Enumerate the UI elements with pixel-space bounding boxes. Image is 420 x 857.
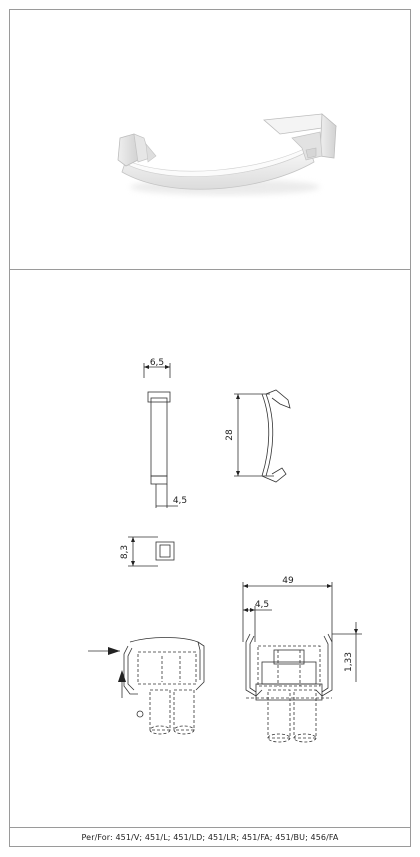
assembly-front-view <box>242 582 362 701</box>
dim-assembly-depth: 1,33 <box>344 652 354 672</box>
mounting-arrows <box>108 365 358 682</box>
technical-drawing-panel: 6,5 4,5 28 8,3 49 4,5 1,33 <box>10 270 410 826</box>
product-photo <box>10 10 410 268</box>
assembly-side-dashed <box>137 651 197 735</box>
sheet-frame <box>9 9 411 847</box>
assembly-dashed-body <box>246 645 332 743</box>
section-divider-bottom <box>9 827 411 828</box>
section-divider-top <box>9 269 411 270</box>
dim-top-height: 8,3 <box>120 545 130 559</box>
dim-height: 28 <box>225 429 235 441</box>
dim-side-base: 4,5 <box>173 496 187 506</box>
dim-side-width: 6,5 <box>150 358 164 368</box>
compatibility-list: Per/For: 451/V; 451/L; 451/LD; 451/LR; 4… <box>81 832 339 842</box>
dimension-drawings: 6,5 4,5 28 8,3 49 4,5 1,33 <box>88 358 362 743</box>
arrow-right-icon <box>108 647 120 655</box>
dim-assembly-width: 49 <box>282 576 294 586</box>
footer: Per/For: 451/V; 451/L; 451/LD; 451/LR; 4… <box>10 828 410 846</box>
profile-view <box>234 389 291 483</box>
dim-assembly-offset: 4,5 <box>255 600 269 610</box>
assembly-side-view <box>88 637 205 718</box>
arrow-up-icon <box>118 670 126 682</box>
top-view <box>128 536 175 567</box>
side-view <box>143 363 178 508</box>
clip-render-illustration <box>117 113 337 195</box>
